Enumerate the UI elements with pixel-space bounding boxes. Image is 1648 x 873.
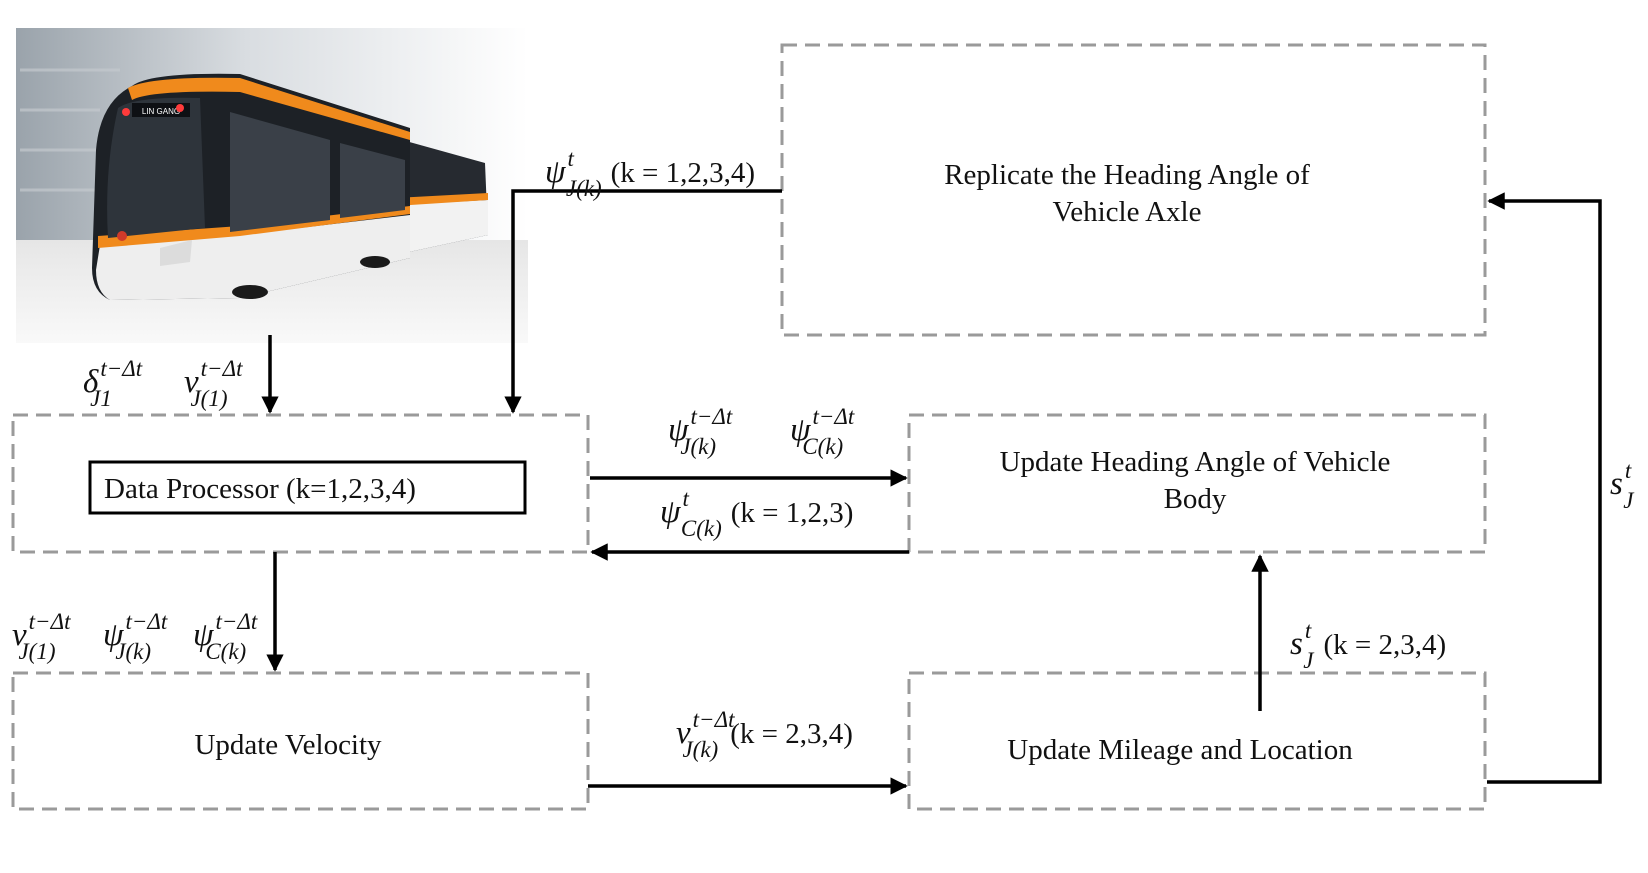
update-mileage-label: Update Mileage and Location (1007, 734, 1353, 766)
tram-image: LIN GANG (16, 28, 528, 343)
update-mileage-box (907, 671, 1487, 811)
update-body-text-line1: Update Heading Angle of Vehicle (1000, 446, 1391, 478)
replicate-text-line2: Vehicle Axle (1053, 196, 1202, 228)
data-processor-box (88, 460, 527, 515)
data-processor-group-box (11, 413, 590, 554)
update-body-box (907, 413, 1487, 554)
replicate-text-line1: Replicate the Heading Angle of (944, 159, 1310, 191)
arrow-mileage-to-replicate (1487, 192, 1602, 784)
tram-sign: LIN GANG (142, 107, 180, 116)
arrow-replicate-to-processor (504, 189, 782, 414)
update-velocity-box (11, 671, 590, 811)
update-velocity-label: Update Velocity (194, 729, 382, 761)
data-processor-label: Data Processor (k=1,2,3,4) (104, 473, 416, 505)
update-body-text-line2: Body (1164, 483, 1227, 515)
